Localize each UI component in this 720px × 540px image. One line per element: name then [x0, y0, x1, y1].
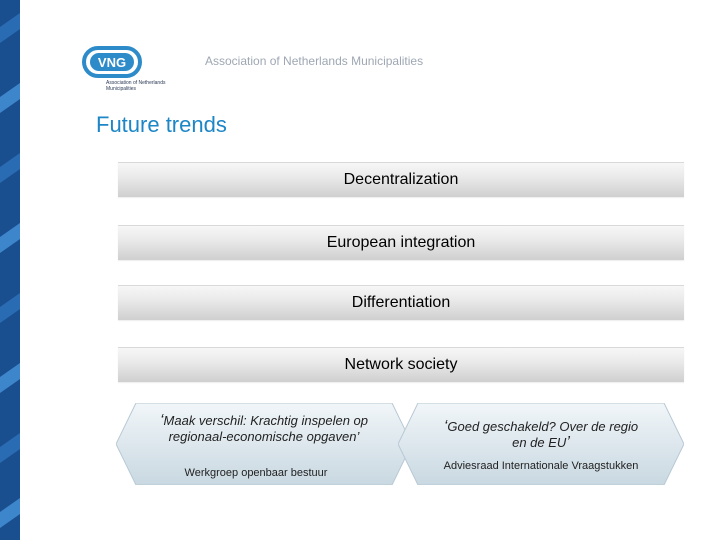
quote-content: ‘Goed geschakeld? Over de regio en de EU…: [398, 403, 684, 485]
hexagon-shape: [116, 403, 412, 485]
stripe-band: [0, 497, 20, 529]
trend-label: Decentralization: [343, 171, 459, 188]
stripe-band: [0, 12, 20, 44]
quote-text: Goed geschakeld? Over de regio en de EU: [447, 419, 639, 450]
vng-logo: VNG: [82, 46, 182, 96]
org-name: Association of Netherlands Municipalitie…: [205, 54, 424, 68]
quote-content: ‘Maak verschil: Krachtig inspelen op reg…: [116, 403, 412, 485]
quote-source: Werkgroep openbaar bestuur: [184, 467, 328, 479]
logo-subtext: Association of Netherlands Municipalitie…: [106, 80, 166, 92]
trend-bar-decentralization: Decentralization: [118, 162, 684, 197]
stripe-band: [0, 292, 20, 324]
quote-open-mark: ‘: [443, 418, 448, 435]
quote-text: Maak verschil: Krachtig inspelen op regi…: [163, 413, 369, 444]
trend-bar-differentiation: Differentiation: [118, 285, 684, 320]
trend-bar-european-integration: European integration: [118, 225, 684, 260]
stripe-band: [0, 222, 20, 254]
stripe-band: [0, 362, 20, 394]
quote-source: Adviesraad Internationale Vraagstukken: [443, 460, 639, 472]
page-title: Future trends: [96, 112, 227, 137]
quote-box-right: ‘Goed geschakeld? Over de regio en de EU…: [398, 403, 684, 485]
vng-logo-mark: VNG: [82, 46, 142, 78]
quote-text-block: ‘Maak verschil: Krachtig inspelen op reg…: [156, 413, 372, 445]
logo-mark-text: VNG: [98, 55, 126, 70]
stripe-band: [0, 432, 20, 464]
quote-open-mark: ‘: [159, 412, 164, 429]
trend-label: Network society: [344, 356, 458, 373]
trend-label: Differentiation: [351, 294, 451, 311]
quote-box-left: ‘Maak verschil: Krachtig inspelen op reg…: [116, 403, 412, 485]
quote-close-mark: ’: [566, 434, 570, 451]
trend-bar-network-society: Network society: [118, 347, 684, 382]
stripe-band: [0, 82, 20, 114]
hexagon-shape: [398, 403, 684, 485]
quote-text-block: ‘Goed geschakeld? Over de regio en de EU…: [436, 419, 646, 451]
trend-label: European integration: [326, 234, 476, 251]
side-stripe: [0, 0, 20, 540]
stripe-band: [0, 152, 20, 184]
